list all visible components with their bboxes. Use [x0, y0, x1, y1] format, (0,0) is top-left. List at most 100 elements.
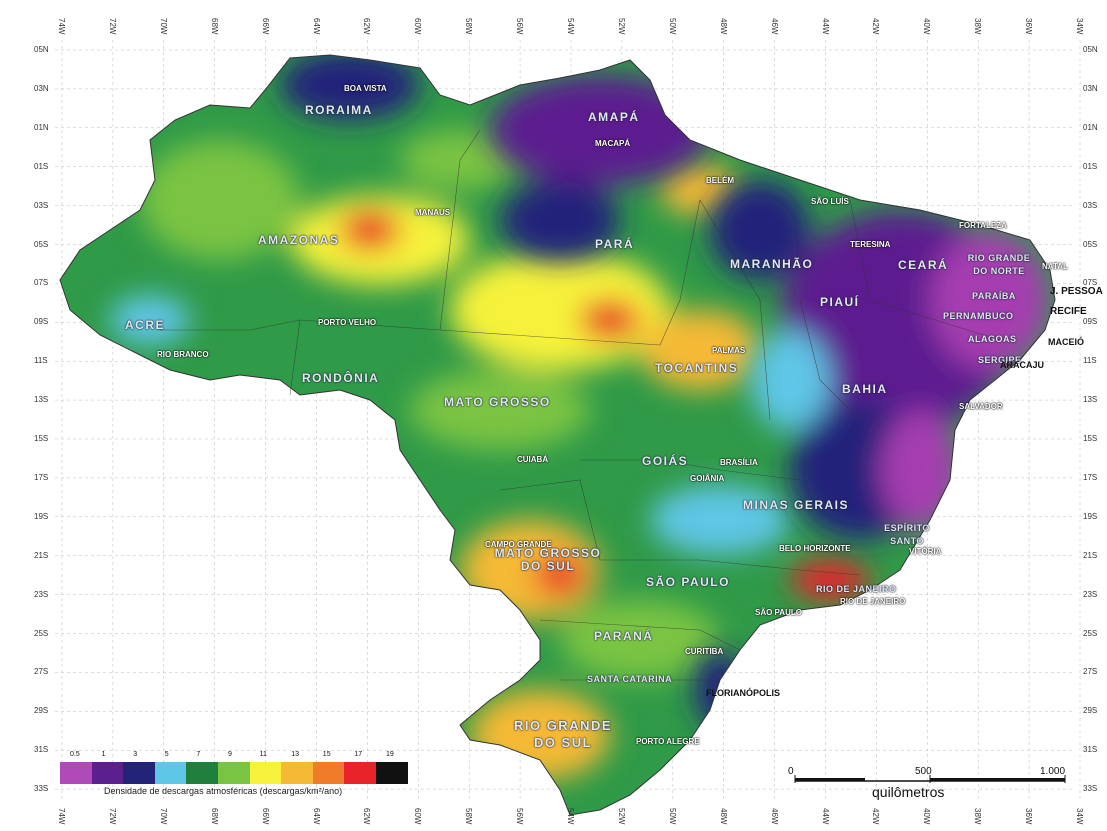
latitude-label: 29S	[34, 706, 49, 716]
longitude-label: 50W	[667, 18, 677, 35]
longitude-label: 58W	[464, 808, 474, 825]
latitude-label: 03N	[1083, 83, 1098, 93]
state-parana: PARANÁ	[594, 629, 654, 643]
state-ceara: CEARÁ	[898, 258, 949, 272]
latitude-label: 05S	[34, 239, 49, 249]
state-paraiba: PARAÍBA	[972, 291, 1016, 301]
longitude-label: 48W	[718, 18, 728, 35]
longitude-label: 56W	[515, 18, 525, 35]
state-mato-grosso: MATO GROSSO	[444, 395, 551, 409]
longitude-label: 42W	[871, 808, 881, 825]
legend-color-box	[123, 762, 156, 784]
latitude-label: 01S	[1083, 161, 1098, 171]
latitude-label: 19S	[1083, 511, 1098, 521]
legend-tick-label: 5	[164, 751, 169, 758]
longitude-label: 74W	[57, 18, 66, 35]
latitude-label: 05N	[1083, 45, 1098, 54]
longitude-label: 40W	[922, 808, 932, 825]
longitude-label: 54W	[566, 18, 575, 35]
latitude-label: 15S	[34, 434, 49, 443]
legend-caption: Densidade de descargas atmosféricas (des…	[104, 786, 343, 796]
latitude-label: 01N	[1083, 122, 1098, 132]
latitude-label: 19S	[34, 511, 49, 521]
city-porto-velho: PORTO VELHO	[318, 318, 377, 327]
legend-tick-label: 15	[322, 751, 331, 758]
longitude-label: 64W	[311, 808, 321, 825]
scale-tick-1000: 1.000	[1040, 766, 1066, 777]
longitude-label: 40W	[922, 18, 932, 35]
latitude-label: 31S	[1083, 745, 1098, 755]
city-salvador: SALVADOR	[959, 402, 1003, 411]
legend-tick-label: 1	[101, 751, 106, 758]
latitude-label: 25S	[34, 628, 49, 638]
legend-color-box	[154, 762, 187, 784]
longitude-label: 66W	[260, 18, 270, 35]
city-manaus: MANAUS	[415, 208, 451, 217]
legend-tick-label: 9	[228, 751, 232, 758]
state-alagoas: ALAGOAS	[968, 334, 1017, 344]
latitude-label: 07S	[1083, 278, 1098, 288]
latitude-label: 27S	[1083, 667, 1098, 677]
city-brasilia: BRASÍLIA	[720, 458, 758, 467]
latitude-label: 13S	[34, 395, 49, 405]
legend-tick-label: 17	[354, 751, 363, 758]
longitude-label: 50W	[667, 808, 677, 825]
state-pernambuco: PERNAMBUCO	[943, 311, 1014, 321]
legend-color-box	[312, 762, 345, 784]
longitude-label: 52W	[616, 808, 626, 825]
latitude-label: 23S	[1083, 589, 1098, 599]
latitude-label: 01N	[34, 122, 49, 132]
legend-color-box	[249, 762, 282, 784]
longitude-label: 38W	[973, 808, 983, 825]
city-rio-branco: RIO BRANCO	[157, 350, 209, 359]
latitude-label: 05S	[1083, 239, 1098, 249]
city-curitiba: CURITIBA	[685, 647, 724, 656]
state-amapa: AMAPÁ	[588, 110, 640, 124]
latitude-label: 07S	[34, 278, 49, 288]
longitude-label: 34W	[1075, 18, 1084, 35]
longitude-label: 72W	[107, 18, 117, 35]
city-natal: NATAL	[1042, 262, 1068, 271]
state-rio-grande-do-sul: RIO GRANDE DO SUL	[513, 718, 613, 750]
longitude-label: 62W	[362, 808, 372, 825]
longitude-label: 70W	[158, 808, 168, 825]
legend-tick-label: 0.5	[70, 751, 80, 758]
city-macapa: MACAPÁ	[595, 139, 631, 148]
city-florianopolis: FLORIANÓPOLIS	[706, 688, 780, 698]
latitude-label: 09S	[34, 317, 49, 327]
longitude-label: 68W	[209, 18, 219, 35]
city-campo-grande: CAMPO GRANDE	[485, 540, 552, 549]
latitude-label: 27S	[34, 667, 49, 677]
latitude-label: 01S	[34, 161, 49, 171]
state-maranhao: MARANHÃO	[730, 257, 814, 271]
city-vitoria: VITÓRIA	[909, 547, 942, 556]
city-cuiaba: CUIABÁ	[517, 455, 549, 464]
state-goias: GOIÁS	[642, 454, 689, 468]
latitude-label: 23S	[34, 589, 49, 599]
longitude-label: 64W	[311, 18, 321, 35]
city-rio-de-janeiro: RIO DE JANEIRO	[840, 597, 906, 606]
state-rio-de-janeiro: RIO DE JANEIRO	[816, 584, 897, 594]
state-rio-grande-do-norte: RIO GRANDE DO NORTE	[967, 253, 1031, 276]
latitude-label: 33S	[1083, 784, 1098, 794]
state-tocantins: TOCANTINS	[655, 361, 739, 375]
latitude-label: 33S	[34, 784, 49, 794]
longitude-label: 44W	[820, 808, 830, 825]
scale-tick-500: 500	[915, 766, 932, 777]
longitude-label: 34W	[1075, 808, 1084, 825]
longitude-label: 48W	[718, 808, 728, 825]
legend-color-box	[91, 762, 124, 784]
legend-tick-label: 13	[291, 751, 299, 758]
latitude-label: 29S	[1083, 706, 1098, 716]
state-minas-gerais: MINAS GERAIS	[743, 498, 850, 512]
latitude-label: 21S	[1083, 550, 1098, 560]
latitude-label: 15S	[1083, 434, 1098, 443]
longitude-label: 46W	[769, 18, 779, 35]
legend-color-box	[60, 762, 93, 784]
state-sergipe: SERGIPE	[978, 355, 1022, 365]
latitude-label: 21S	[34, 550, 49, 560]
latitude-label: 25S	[1083, 628, 1098, 638]
state-rondonia: RONDÔNIA	[302, 371, 380, 385]
